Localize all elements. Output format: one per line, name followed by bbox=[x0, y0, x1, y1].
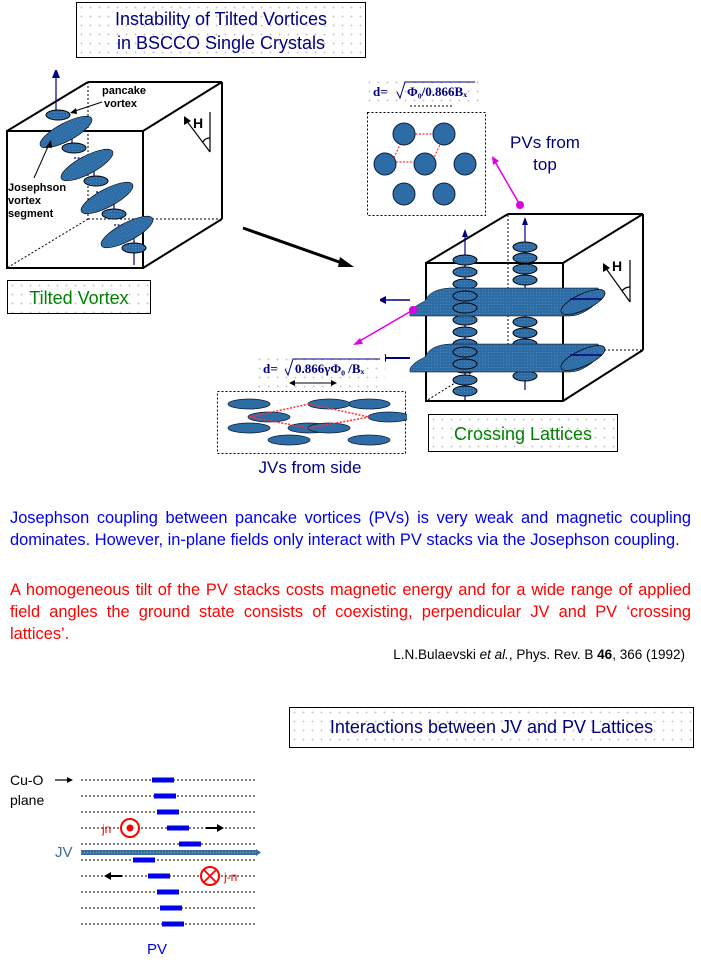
field-label: H bbox=[193, 115, 203, 131]
pv-top-caption: PVs from top bbox=[490, 132, 600, 176]
current-plus-label: jn bbox=[101, 822, 111, 836]
field-direction-indicator bbox=[185, 112, 211, 153]
crossing-lattices-diagram: H bbox=[380, 213, 644, 402]
current-into-page-icon bbox=[200, 866, 220, 886]
pancake-pointer-arrow bbox=[71, 101, 103, 113]
pv-segment bbox=[148, 873, 170, 879]
interactions-title-box: Interactions between JV and PV Lattices bbox=[289, 707, 694, 748]
citation-etal: et al. bbox=[479, 647, 509, 662]
pancake-label-line1: pancake bbox=[102, 85, 146, 97]
tilted-vortex-diagram: pancake vortex Josephson vortex segment … bbox=[6, 70, 223, 269]
cube-outline bbox=[425, 213, 644, 402]
pv-segment bbox=[162, 921, 184, 927]
pv-top-caption-line1: PVs from bbox=[510, 133, 580, 152]
paragraph-crossing-lattices: A homogeneous tilt of the PV stacks cost… bbox=[10, 581, 691, 643]
jv-formula-rhs: 0.866γΦ₀ /Bₓ bbox=[295, 361, 365, 376]
current-arrow-right bbox=[206, 824, 224, 832]
pv-formula-box bbox=[365, 78, 485, 108]
josephson-label-line3: segment bbox=[8, 208, 54, 220]
pv-rings-over-slabs bbox=[452, 290, 478, 370]
citation-authors: L.N.Bulaevski bbox=[393, 647, 480, 662]
pv-segment bbox=[154, 793, 176, 799]
pv-top-caption-line2: top bbox=[533, 155, 557, 174]
cuo-label-line1: Cu-O bbox=[10, 772, 44, 788]
tilted-vortex-caption-box: Tilted Vortex bbox=[7, 280, 151, 314]
pv-top-pointer bbox=[492, 156, 524, 209]
josephson-label-line1: Josephson bbox=[8, 182, 66, 194]
current-minus-label: j-n bbox=[223, 870, 237, 884]
pancake-label-line2: vortex bbox=[104, 98, 138, 110]
current-arrow-left bbox=[104, 872, 122, 880]
pv-top-inset bbox=[367, 112, 486, 216]
pv-label: PV bbox=[147, 941, 168, 958]
jv-formula-lhs: d= bbox=[263, 361, 278, 376]
field-direction-indicator bbox=[604, 260, 631, 303]
pv-segment bbox=[157, 889, 179, 895]
main-title-line2: in BSCCO Single Crystals bbox=[116, 33, 326, 53]
jv-side-pointer bbox=[353, 306, 417, 345]
pv-segment bbox=[167, 825, 189, 831]
pv-formula-rhs: Φ₀/0.866Bₓ bbox=[407, 84, 467, 99]
crossing-lattices-caption-box: Crossing Lattices bbox=[428, 414, 618, 452]
pv-segment bbox=[152, 777, 174, 783]
jv-side-inset bbox=[217, 391, 407, 454]
pv-spacing-formula: d= Φ₀/0.866Bₓ bbox=[373, 81, 475, 107]
pv-formula-lhs: d= bbox=[373, 84, 388, 99]
jv-label: JV bbox=[55, 844, 73, 861]
pv-segments bbox=[133, 777, 201, 927]
interactions-title: Interactions between JV and PV Lattices bbox=[329, 717, 654, 737]
citation-volume: 46 bbox=[597, 647, 613, 662]
field-arrowhead-icon bbox=[184, 116, 191, 125]
citation-journal: , Phys. Rev. B bbox=[508, 647, 598, 662]
vortex-arrowhead bbox=[52, 70, 60, 78]
citation-rest: , 366 (1992) bbox=[612, 647, 685, 662]
josephson-pointer-arrow bbox=[33, 141, 51, 179]
cuo-pointer-arrow bbox=[55, 777, 73, 783]
jv-unit-cell bbox=[248, 403, 370, 429]
citation: L.N.Bulaevski et al., Phys. Rev. B 46, 3… bbox=[300, 647, 685, 662]
transition-arrow bbox=[242, 226, 354, 267]
interactions-diagram: jn j-n bbox=[55, 777, 261, 927]
main-title-box: Instability of Tilted Vortices in BSCCO … bbox=[76, 2, 366, 58]
jv-slab-upper bbox=[380, 287, 606, 317]
pv-segment bbox=[157, 809, 179, 815]
crossing-lattices-caption: Crossing Lattices bbox=[453, 424, 593, 444]
field-arrowhead-icon bbox=[603, 263, 610, 272]
josephson-label-line2: vortex bbox=[8, 195, 42, 207]
jv-spacing-formula: d= 0.866γΦ₀ /Bₓ bbox=[263, 358, 380, 386]
pv-stack-left bbox=[452, 254, 478, 397]
jv-line bbox=[81, 849, 261, 856]
main-title-line1: Instability of Tilted Vortices bbox=[114, 9, 328, 29]
cuo-plane-label: Cu-O plane bbox=[10, 770, 44, 810]
pv-segment bbox=[133, 857, 155, 863]
paragraph-josephson-coupling: Josephson coupling between pancake vorti… bbox=[10, 509, 691, 549]
cuo-label-line2: plane bbox=[10, 792, 45, 808]
current-out-of-page-icon bbox=[120, 818, 140, 838]
pancake-vortices bbox=[45, 109, 147, 254]
tilted-vortex-caption: Tilted Vortex bbox=[29, 288, 129, 308]
crossing-field-label: H bbox=[612, 258, 622, 274]
cube-hidden-edges bbox=[6, 82, 222, 269]
jv-side-caption: JVs from side bbox=[258, 458, 362, 477]
pv-segment bbox=[160, 905, 182, 911]
josephson-segments bbox=[39, 115, 154, 249]
pv-segment bbox=[179, 841, 201, 847]
pv-lattice-points bbox=[373, 122, 477, 206]
